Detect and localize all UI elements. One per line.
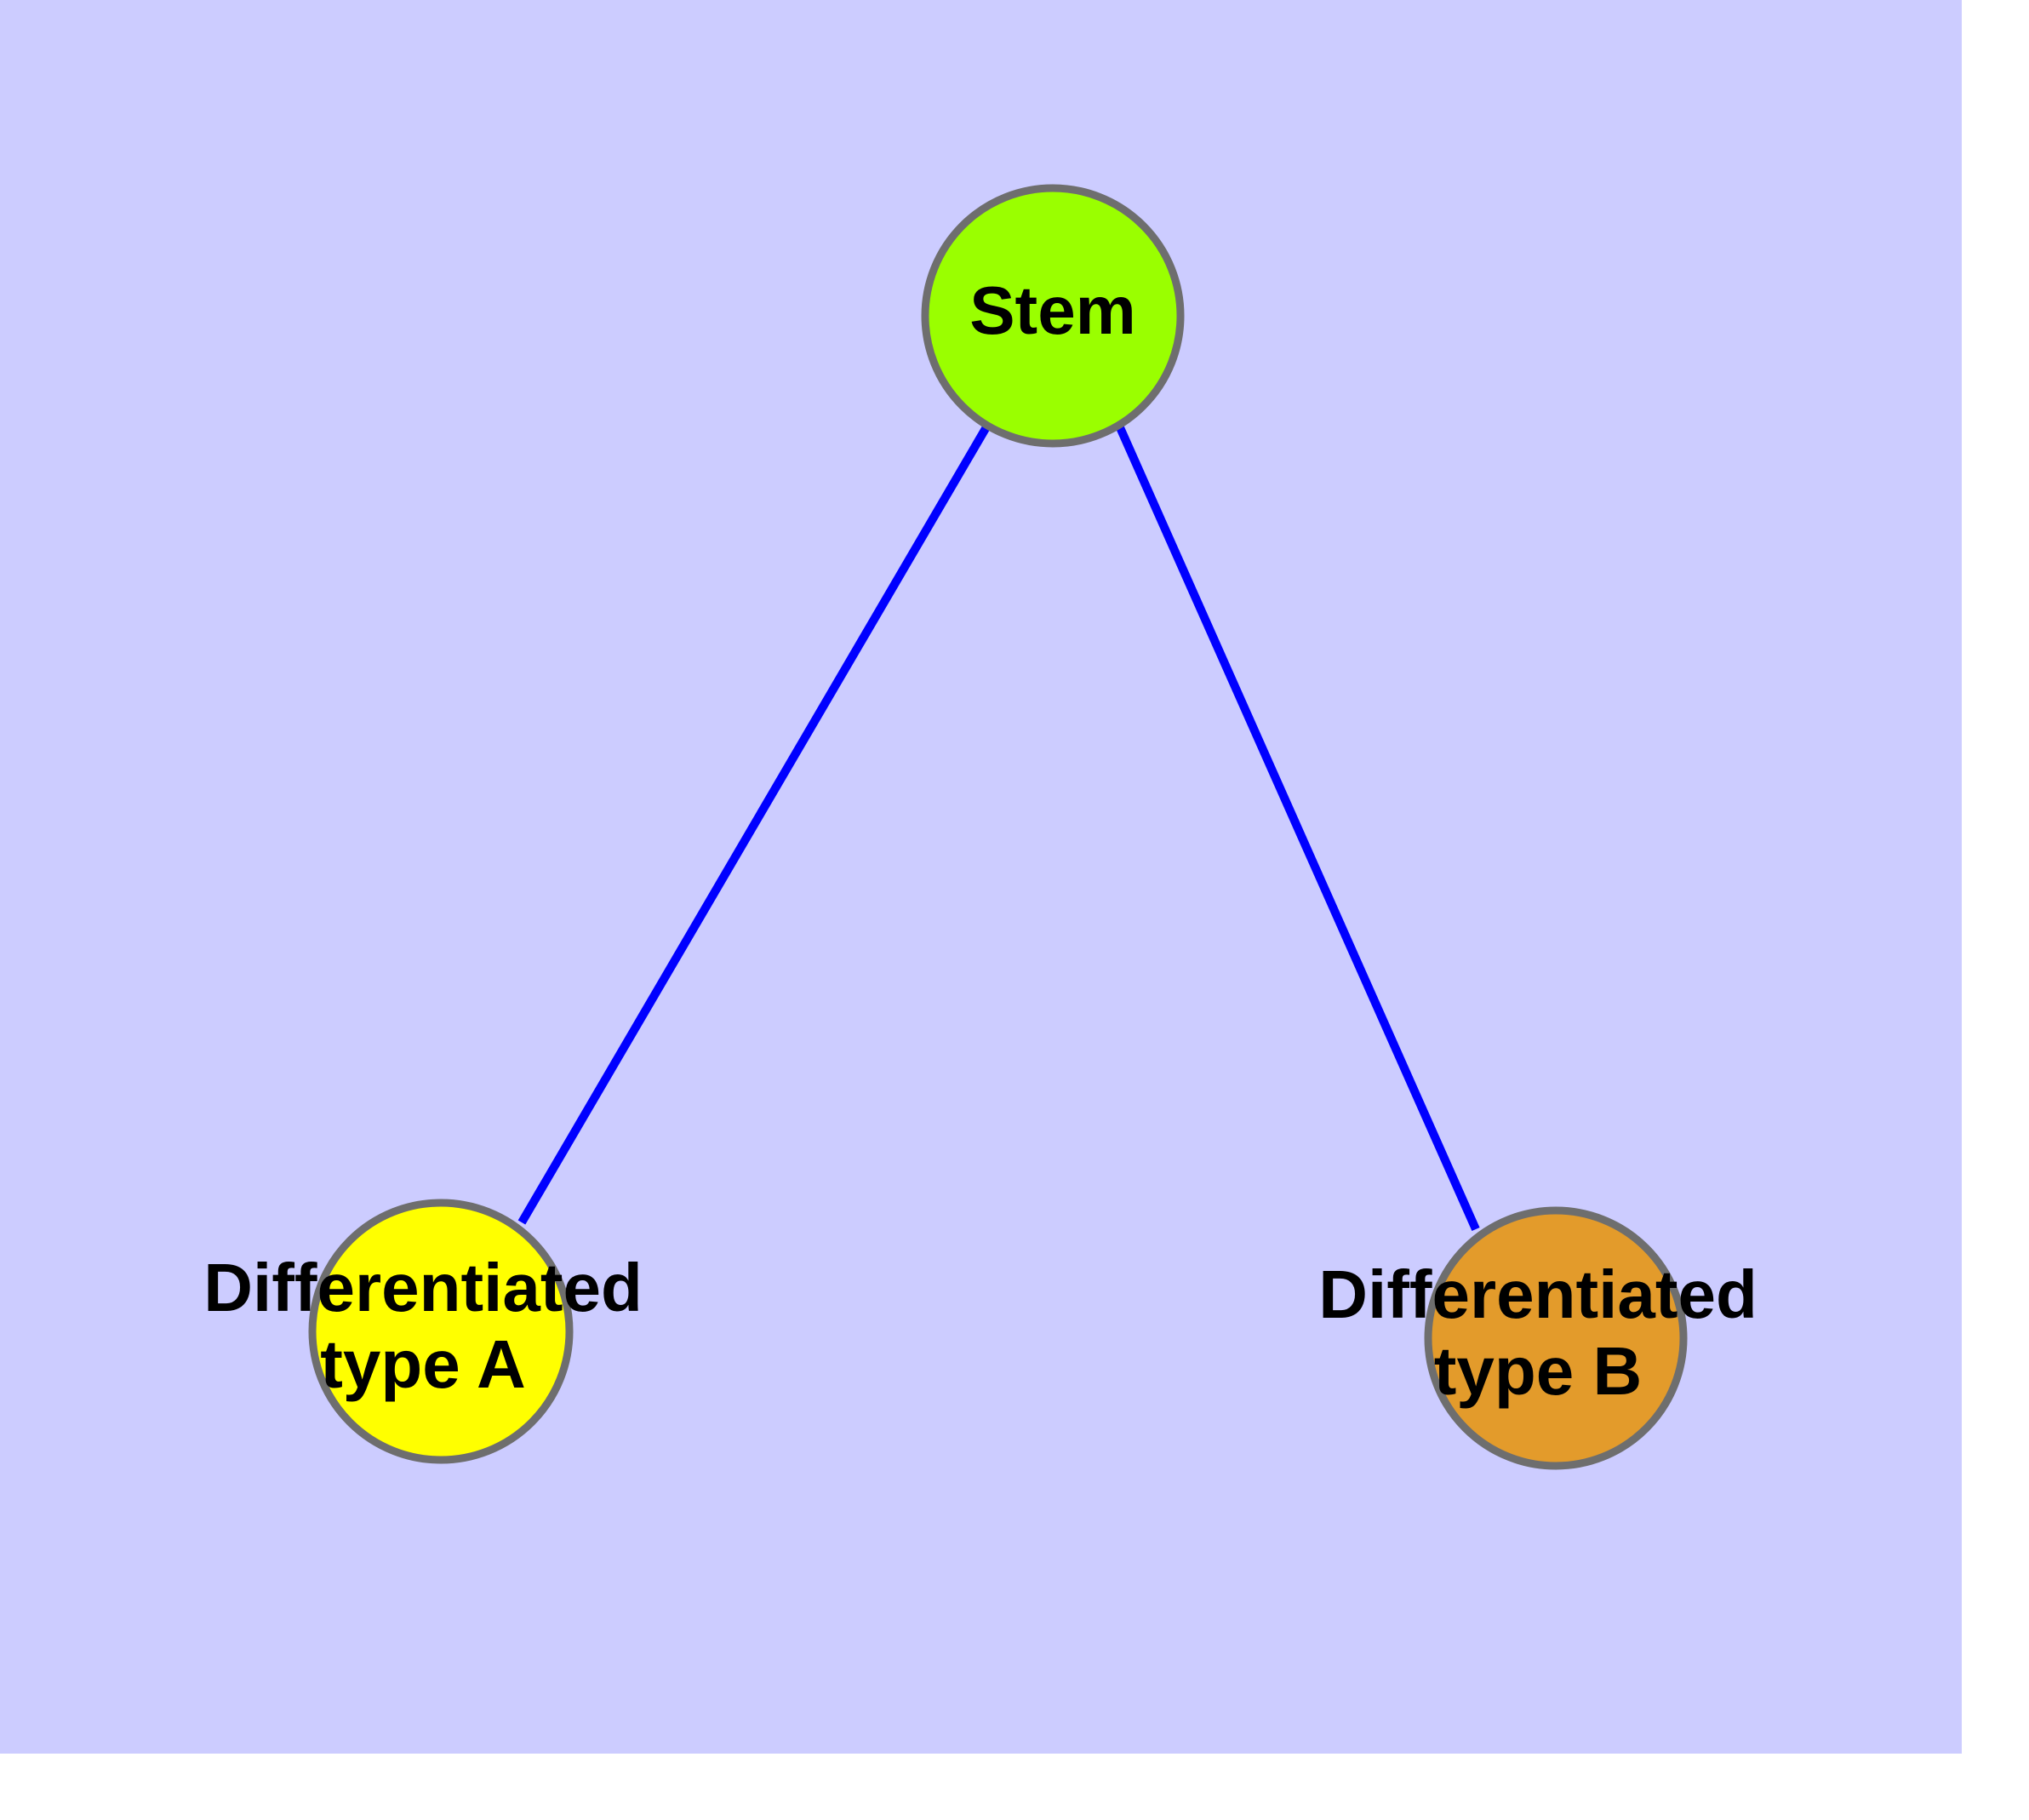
node-group [308,184,1688,1470]
edge-group [517,423,1480,1232]
node-label-line: Differentiated [1318,1256,1758,1332]
node-label-line: type B [1434,1333,1643,1409]
edge-stem-to-differentiated-type-a[interactable] [517,423,992,1225]
node-label-line: Differentiated [203,1250,643,1325]
node-differentiated-type-b[interactable] [1424,1206,1688,1470]
node-label-stem: Stem [969,272,1136,348]
edge-stem-to-differentiated-type-b[interactable] [1115,423,1480,1232]
node-stem[interactable] [921,184,1185,448]
node-differentiated-type-a[interactable] [308,1199,574,1464]
node-label-line: Stem [969,272,1136,348]
node-label-line: type A [320,1326,526,1402]
